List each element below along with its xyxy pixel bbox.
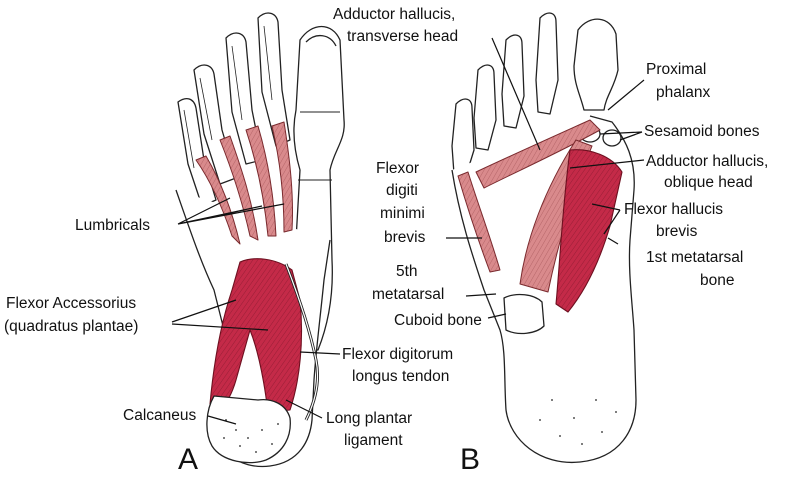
label-flexor-accessorius-line2: (quadratus plantae)	[4, 318, 138, 335]
panel-letter-a: A	[178, 443, 198, 476]
panel-b-illustration	[451, 12, 637, 464]
panel-a-flexor-accessorius	[209, 258, 303, 413]
label-1st-metatarsal-line2: bone	[700, 272, 734, 289]
label-proximal-phalanx-line2: phalanx	[656, 84, 711, 101]
panel-b-cuboid	[503, 293, 545, 335]
label-calcaneus: Calcaneus	[123, 407, 196, 424]
panel-a-labels: Lumbricals Flexor Accessorius (quadratus…	[4, 217, 453, 449]
leader-lines	[171, 37, 645, 425]
label-flexor-digiti-line3: minimi	[380, 205, 425, 222]
panel-a-lumbricals	[195, 121, 294, 245]
panel-b-heel-stipple	[539, 399, 617, 445]
label-flexor-digiti-line4: brevis	[384, 229, 426, 246]
label-fdl-line2: longus tendon	[352, 368, 449, 385]
panel-b-adductor-transverse	[475, 119, 601, 189]
label-adductor-transverse-line1: Adductor hallucis,	[333, 6, 455, 23]
panel-b-flexor-digiti-minimi	[457, 171, 501, 273]
label-1st-metatarsal-line1: 1st metatarsal	[646, 249, 743, 266]
panel-a-calcaneus	[206, 395, 291, 464]
panel-letters: A B	[178, 443, 480, 476]
label-long-plantar-line2: ligament	[344, 432, 403, 449]
label-5th-metatarsal-line2: metatarsal	[372, 286, 444, 303]
label-flexor-accessorius-line1: Flexor Accessorius	[6, 295, 136, 312]
label-flexor-digiti-line1: Flexor	[376, 160, 419, 177]
label-lumbricals: Lumbricals	[75, 217, 150, 234]
label-fdl-line1: Flexor digitorum	[342, 346, 453, 363]
label-long-plantar-line1: Long plantar	[326, 410, 412, 427]
label-adductor-oblique-line1: Adductor hallucis,	[646, 153, 768, 170]
label-flexor-hallucis-line2: brevis	[656, 223, 698, 240]
panel-b-toes	[451, 12, 619, 177]
panel-b-flexor-hallucis-brevis	[555, 149, 623, 313]
panel-letter-b: B	[460, 443, 480, 476]
label-flexor-digiti-line2: digiti	[386, 182, 418, 199]
label-5th-metatarsal-line1: 5th	[396, 263, 418, 280]
panel-b-labels: Adductor hallucis, transverse head Proxi…	[333, 6, 768, 329]
label-flexor-hallucis-line1: Flexor hallucis	[624, 201, 723, 218]
label-proximal-phalanx-line1: Proximal	[646, 61, 706, 78]
panel-a-illustration	[175, 12, 345, 468]
label-cuboid-bone: Cuboid bone	[394, 312, 482, 329]
label-sesamoid-bones: Sesamoid bones	[644, 123, 760, 140]
label-adductor-transverse-line2: transverse head	[347, 28, 458, 45]
label-adductor-oblique-line2: oblique head	[664, 174, 753, 191]
